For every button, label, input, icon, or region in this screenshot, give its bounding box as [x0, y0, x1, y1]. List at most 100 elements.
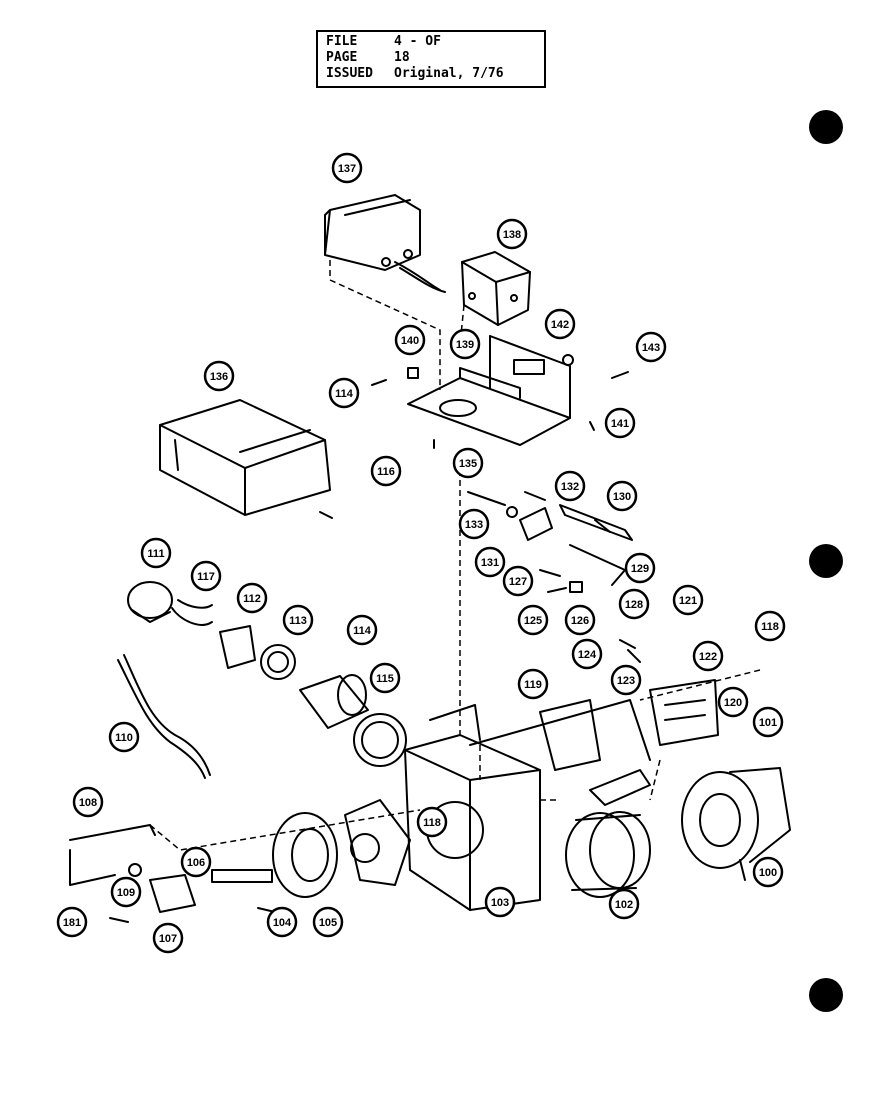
svg-text:114: 114 — [353, 625, 372, 637]
callout-116: 116 — [370, 455, 402, 487]
svg-text:112: 112 — [243, 593, 261, 605]
page-value: 18 — [394, 50, 410, 65]
callout-121: 121 — [672, 584, 704, 616]
svg-text:110: 110 — [115, 732, 133, 744]
switch-part — [149, 874, 196, 913]
svg-text:126: 126 — [571, 615, 589, 627]
screw — [319, 511, 333, 519]
svg-text:122: 122 — [699, 651, 717, 663]
callout-130: 130 — [606, 480, 638, 512]
svg-text:120: 120 — [724, 697, 742, 709]
coupling-shaft — [211, 869, 273, 883]
file-value: 4 - OF — [394, 34, 441, 49]
svg-text:115: 115 — [376, 673, 394, 685]
svg-text:104: 104 — [273, 917, 292, 929]
svg-text:137: 137 — [338, 163, 356, 175]
svg-text:105: 105 — [319, 917, 337, 929]
svg-text:124: 124 — [578, 649, 597, 661]
callout-139: 139 — [449, 328, 481, 360]
mounting-plate-part — [407, 335, 574, 446]
binder-hole — [809, 978, 843, 1012]
callout-135: 135 — [452, 447, 484, 479]
callout-102: 102 — [608, 888, 640, 920]
svg-text:101: 101 — [759, 717, 777, 729]
callout-137: 137 — [331, 152, 363, 184]
svg-text:143: 143 — [642, 342, 660, 354]
cover-part — [159, 399, 331, 516]
callout-125: 125 — [517, 604, 549, 636]
callout-115: 115 — [369, 662, 401, 694]
svg-text:118: 118 — [761, 621, 779, 633]
callout-131: 131 — [474, 546, 506, 578]
callout-133: 133 — [458, 508, 490, 540]
svg-text:138: 138 — [503, 229, 521, 241]
callout-110: 110 — [108, 721, 140, 753]
blower-wheel-part — [565, 811, 651, 898]
svg-text:117: 117 — [197, 571, 215, 583]
callout-108: 108 — [72, 786, 104, 818]
svg-text:113: 113 — [289, 615, 307, 627]
screw — [589, 421, 595, 431]
terminal — [128, 863, 142, 877]
svg-text:109: 109 — [117, 887, 135, 899]
issued-label: ISSUED — [326, 66, 373, 81]
svg-text:129: 129 — [631, 563, 649, 575]
callout-118: 118 — [416, 806, 448, 838]
callout-132: 132 — [554, 470, 586, 502]
svg-text:111: 111 — [147, 548, 164, 560]
callout-104: 104 — [266, 906, 298, 938]
callout-120: 120 — [717, 686, 749, 718]
svg-text:181: 181 — [63, 917, 81, 929]
svg-text:108: 108 — [79, 797, 97, 809]
callout-117: 117 — [190, 560, 222, 592]
bracket-part — [539, 699, 651, 806]
callout-123: 123 — [610, 664, 642, 696]
callout-107: 107 — [152, 922, 184, 954]
clip — [407, 367, 419, 379]
binder-hole — [809, 110, 843, 144]
svg-text:128: 128 — [625, 599, 643, 611]
callout-103: 103 — [484, 886, 516, 918]
pump-coupling-part — [257, 799, 411, 913]
callout-109: 109 — [110, 876, 142, 908]
callout-114: 114 — [328, 377, 360, 409]
callout-100: 100 — [752, 856, 784, 888]
wire-harness — [123, 654, 211, 776]
svg-text:132: 132 — [561, 481, 579, 493]
callout-141: 141 — [604, 407, 636, 439]
wire-lead — [69, 824, 156, 841]
svg-text:136: 136 — [210, 371, 228, 383]
callout-113: 113 — [282, 604, 314, 636]
callout-143: 143 — [635, 331, 667, 363]
air-band-part — [649, 679, 719, 746]
callout-128: 128 — [618, 588, 650, 620]
svg-text:127: 127 — [509, 576, 527, 588]
transformer-part — [324, 194, 446, 293]
motor-part — [681, 767, 791, 881]
callout-127: 127 — [502, 565, 534, 597]
wire-lead — [69, 849, 116, 886]
issued-value: Original, 7/76 — [394, 66, 504, 81]
svg-text:118: 118 — [423, 817, 441, 829]
svg-text:139: 139 — [456, 339, 474, 351]
svg-text:121: 121 — [679, 595, 697, 607]
svg-text:114: 114 — [335, 388, 354, 400]
callout-112: 112 — [236, 582, 268, 614]
screw — [109, 917, 129, 923]
svg-text:123: 123 — [617, 675, 635, 687]
callout-114: 114 — [346, 614, 378, 646]
svg-text:141: 141 — [611, 418, 629, 430]
callout-124: 124 — [571, 638, 603, 670]
svg-text:142: 142 — [551, 319, 569, 331]
blower-housing-part — [404, 699, 651, 911]
callout-106: 106 — [180, 846, 212, 878]
callout-142: 142 — [544, 308, 576, 340]
binder-hole — [809, 544, 843, 578]
callout-129: 129 — [624, 552, 656, 584]
callout-105: 105 — [312, 906, 344, 938]
page-label: PAGE — [326, 50, 358, 65]
callout-119: 119 — [517, 668, 549, 700]
callout-bubbles: 137 138 142 140 139 143 136 114 141 116 … — [56, 152, 786, 954]
